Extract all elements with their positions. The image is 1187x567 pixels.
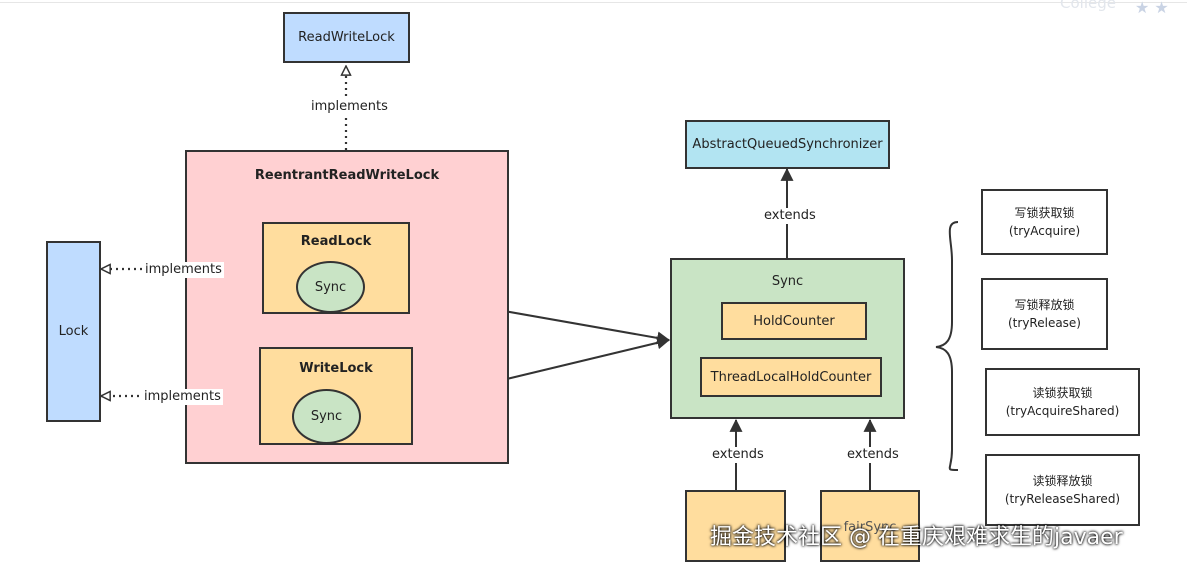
note-try-acquire: 写锁获取锁 (tryAcquire) [981, 189, 1108, 255]
edge-label-implements-write: implements [142, 389, 223, 405]
top-border-line [0, 2, 1187, 3]
node-write-lock-sync-label: Sync [310, 409, 343, 424]
corner-mark: College [1060, 0, 1116, 12]
watermark-text: 掘金技术社区 @ 在重庆艰难求生的javaer [710, 525, 1123, 550]
node-subclass-right: fairSync [820, 490, 920, 562]
note-try-acquire-title: 写锁获取锁 [1014, 206, 1075, 220]
node-thread-local-hold-counter: ThreadLocalHoldCounter [700, 357, 882, 397]
node-thread-local-hold-counter-label: ThreadLocalHoldCounter [710, 369, 872, 385]
corner-stars: ★ ★ [1135, 0, 1169, 17]
edge-label-extends-right: extends [845, 447, 901, 463]
node-read-lock-label: ReadLock [300, 234, 372, 249]
node-hold-counter: HoldCounter [721, 302, 867, 340]
note-try-acquire-shared: 读锁获取锁 (tryAcquireShared) [985, 368, 1140, 436]
edge-label-implements-read: implements [143, 262, 224, 278]
note-try-acquire-method: (tryAcquire) [1008, 224, 1081, 238]
note-try-acquire-shared-title: 读锁获取锁 [1032, 386, 1093, 400]
node-write-lock-sync: Sync [292, 389, 361, 444]
node-read-write-lock: ReadWriteLock [283, 12, 410, 63]
node-lock: Lock [46, 241, 101, 422]
node-read-lock-sync: Sync [296, 261, 365, 313]
note-try-release-shared: 读锁释放锁 (tryReleaseShared) [985, 454, 1140, 526]
node-subclass-left [685, 490, 786, 562]
note-try-release: 写锁释放锁 (tryRelease) [981, 278, 1108, 350]
node-abstract-queued-synchronizer: AbstractQueuedSynchronizer [685, 120, 890, 169]
edge-label-implements-top: implements [309, 99, 390, 115]
node-lock-label: Lock [58, 324, 89, 339]
node-aqs-label: AbstractQueuedSynchronizer [692, 137, 883, 152]
note-try-release-shared-method: (tryReleaseShared) [1004, 492, 1121, 506]
node-reentrant-read-write-lock-label: ReentrantReadWriteLock [254, 168, 440, 183]
edge-label-extends-left: extends [710, 447, 766, 463]
note-try-acquire-shared-method: (tryAcquireShared) [1005, 404, 1120, 418]
node-read-lock-sync-label: Sync [314, 279, 347, 295]
node-sync-label: Sync [771, 274, 804, 289]
notes-brace [935, 221, 959, 471]
node-read-write-lock-label: ReadWriteLock [298, 30, 395, 45]
node-hold-counter-label: HoldCounter [753, 313, 835, 329]
note-try-release-title: 写锁释放锁 [1014, 298, 1075, 312]
note-try-release-shared-title: 读锁释放锁 [1032, 474, 1093, 488]
node-write-lock-label: WriteLock [299, 361, 373, 376]
note-try-release-method: (tryRelease) [1008, 316, 1081, 330]
edge-label-extends-aqs: extends [762, 208, 818, 224]
node-subclass-right-label: fairSync [843, 520, 897, 535]
